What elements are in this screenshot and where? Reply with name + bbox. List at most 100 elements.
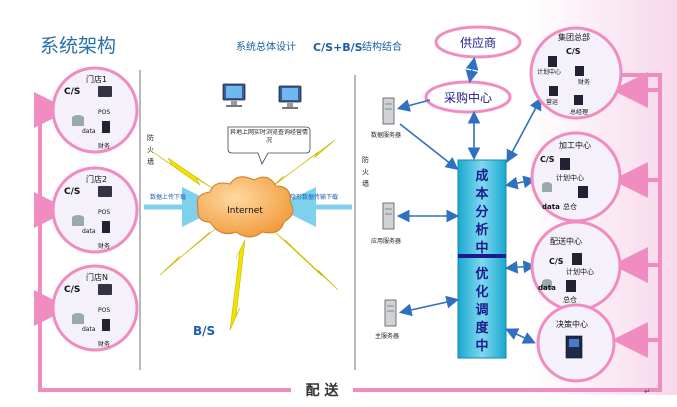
cost-center-char-1: 成 <box>475 168 488 184</box>
computer-icon <box>560 158 570 170</box>
cost-center-char-2: 本 <box>475 186 488 202</box>
decision-center-node: 决策中心 <box>536 303 616 383</box>
computer-icon <box>102 121 110 133</box>
computer-icon <box>548 56 557 67</box>
header-design: 系统总体设计 <box>236 40 296 53</box>
upload-download-label: 数据上传下载 <box>150 193 186 201</box>
computer-icon <box>566 280 576 292</box>
computer-icon <box>549 86 558 96</box>
hq-node: 集团总部 C/S 计划中心 财务 营运 总经理 <box>529 26 623 120</box>
main-server: 主服务器 <box>375 299 399 340</box>
remote-monitor-2 <box>278 85 302 109</box>
distribution-name: 配送中心 <box>550 236 582 246</box>
internet-cloud: Internet <box>196 176 294 238</box>
computer-icon <box>102 221 110 233</box>
pos-terminal-icon <box>98 186 112 197</box>
pos-terminal-icon <box>98 284 112 295</box>
store-n-name: 门店N <box>86 272 108 282</box>
computer-icon <box>575 66 584 76</box>
lightning-bolts <box>149 139 339 331</box>
data-server: 数据服务器 <box>371 97 401 139</box>
main-server-label: 主服务器 <box>375 332 399 340</box>
purchase-center-label: 采购中心 <box>444 90 492 105</box>
store-1-finance: 财务 <box>98 142 110 150</box>
lightning-bottom-right <box>274 231 339 291</box>
store-n-finance: 财务 <box>98 340 110 348</box>
arrow-column-processing <box>504 175 537 190</box>
dispatch-center-char-5: 中 <box>475 338 488 354</box>
dispatch-center-char-1: 优 <box>475 266 488 282</box>
store-2-finance: 财务 <box>98 242 110 250</box>
hq-gm: 总经理 <box>570 108 588 116</box>
app-server-label: 应用服务器 <box>371 237 401 245</box>
left-firewall-char-3: 墙 <box>147 157 154 166</box>
page-title: 系统架构 <box>40 35 116 57</box>
cost-center-char-5: 中 <box>475 240 488 256</box>
processing-warehouse: 总仓 <box>563 202 577 211</box>
store-1-data: data <box>82 128 96 135</box>
remote-monitor-1 <box>222 83 246 107</box>
central-column <box>457 159 507 359</box>
server-icon <box>384 299 397 327</box>
store-1-pos: POS <box>98 109 110 116</box>
distribution-warehouse: 总仓 <box>563 295 577 304</box>
cost-center-label: 成本分析中心 <box>475 168 488 256</box>
processing-plan: 计划中心 <box>556 173 584 182</box>
arrow-column-distribution <box>504 260 537 274</box>
store-1-name: 门店1 <box>86 74 107 84</box>
paragraph-mark: ↵ <box>644 387 651 396</box>
flow-arrows <box>396 56 542 344</box>
server-icon <box>382 97 395 125</box>
remote-query-text: 异地上网实时浏览查询经营情况 <box>230 129 308 144</box>
store-2: 门店2 C/S POS data 财务 <box>51 166 139 254</box>
supplier-label: 供应商 <box>460 35 496 50</box>
internet-label: Internet <box>227 206 263 216</box>
lightning-bottom-left <box>159 224 221 276</box>
right-firewall-label: 防火墙 <box>362 155 369 188</box>
cost-center-char-3: 分 <box>475 204 488 220</box>
arrow-dataserver-column <box>399 123 459 170</box>
arrow-column-hq <box>506 97 542 163</box>
hq-ops: 营运 <box>546 98 558 106</box>
computer-icon <box>572 253 582 265</box>
dispatch-center-char-2: 化 <box>475 284 488 300</box>
pos-terminal-icon <box>98 86 112 97</box>
delivery-label: 配 送 <box>306 382 340 399</box>
dispatch-center-char-4: 度 <box>475 320 489 336</box>
header-combine: 结构结合 <box>362 40 402 53</box>
decision-name: 决策中心 <box>556 319 588 329</box>
cost-center-char-4: 析 <box>475 222 488 238</box>
distribution-center-node: 配送中心 C/S 计划中心 data 总仓 <box>530 220 622 312</box>
store-1: 门店1 C/S POS data 财务 <box>51 66 139 154</box>
arrow-mainserver-column <box>398 295 460 317</box>
store-n: 门店N C/S POS data 财务 <box>51 264 139 352</box>
store-2-cs: C/S <box>64 187 80 197</box>
store-n-cs: C/S <box>64 285 80 295</box>
right-firewall-char-2: 火 <box>362 168 369 176</box>
dispatch-center-label: 优化调度中心 <box>475 266 489 354</box>
hq-name: 集团总部 <box>558 32 590 42</box>
delivery-label-bg <box>291 380 353 400</box>
hq-plan: 计划中心 <box>537 68 561 76</box>
bs-label: B/S <box>193 324 215 338</box>
computer-icon <box>578 186 588 198</box>
lightning-bottom <box>229 239 246 331</box>
right-firewall-char-3: 墙 <box>362 179 369 188</box>
left-firewall-label: 防火墙 <box>147 133 154 166</box>
processing-name: 加工中心 <box>559 140 591 150</box>
computer-icon <box>102 319 110 331</box>
store-2-data: data <box>82 228 96 235</box>
store-2-name: 门店2 <box>86 174 107 184</box>
hidden-transfer-label: 隐形数据传输下载 <box>290 193 338 201</box>
distribution-cs: C/S <box>549 257 564 266</box>
remote-query-callout <box>227 126 311 165</box>
header-cs-bs: C/S+B/S <box>313 41 363 54</box>
arrow-purchase-dataserver <box>396 99 431 112</box>
data-server-label: 数据服务器 <box>371 131 401 139</box>
store-2-pos: POS <box>98 209 110 216</box>
left-firewall-char-1: 防 <box>147 133 154 142</box>
distribution-data: data <box>538 284 556 292</box>
store-n-data: data <box>82 326 96 333</box>
store-1-cs: C/S <box>64 87 80 97</box>
